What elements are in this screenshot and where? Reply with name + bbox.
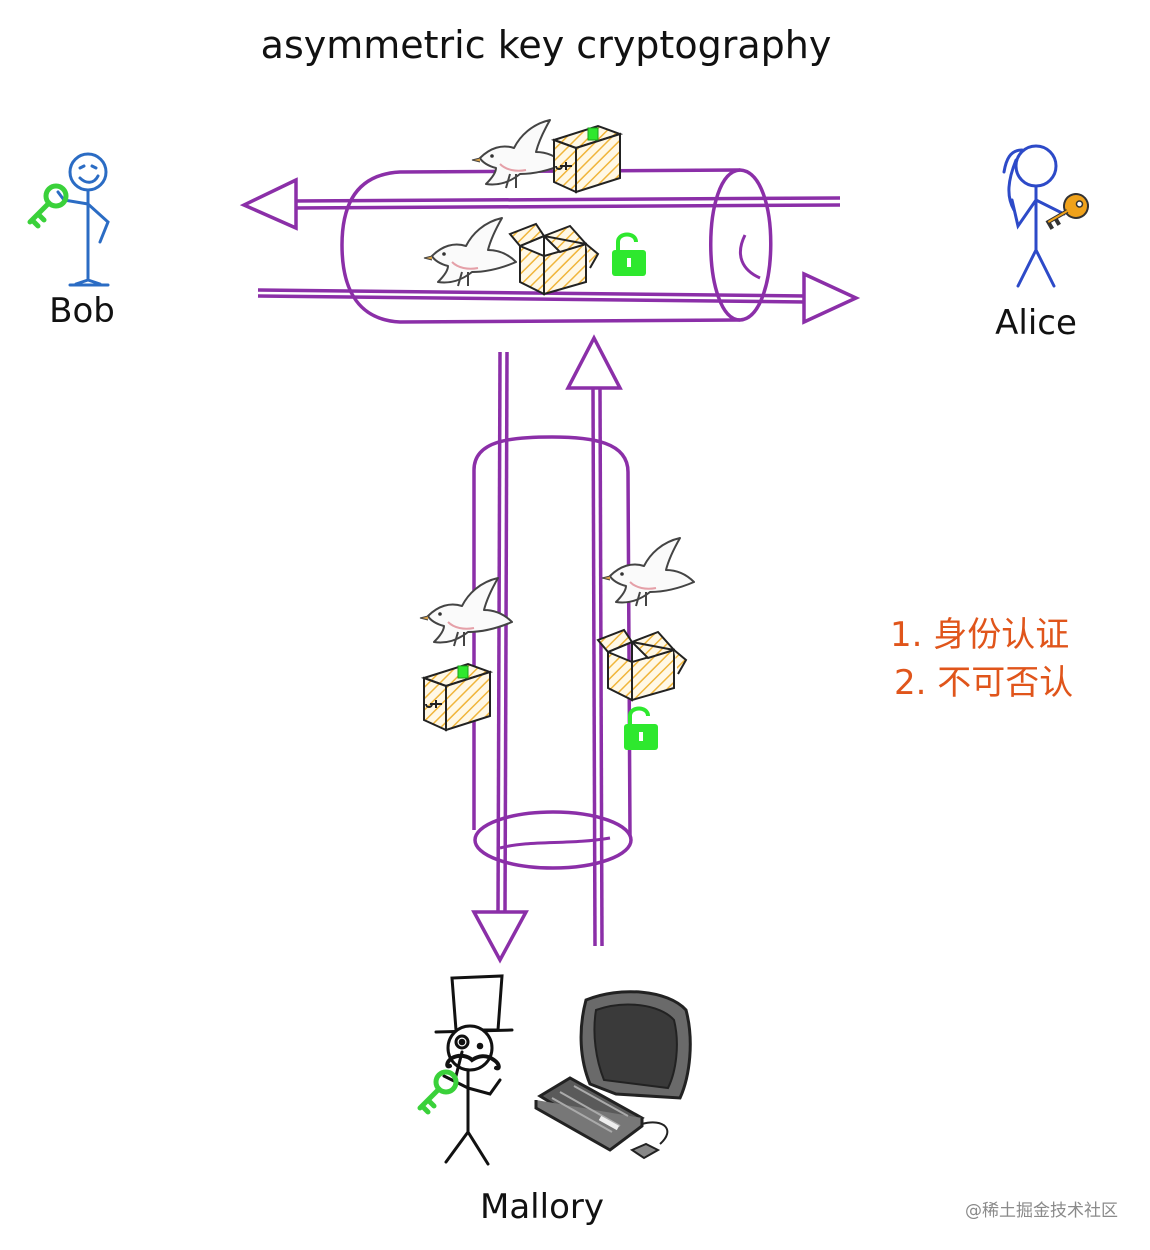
alice-figure <box>1002 144 1066 288</box>
note-authentication: 1. 身份认证 <box>890 615 1069 655</box>
note-non-repudiation: 2. 不可否认 <box>894 663 1073 703</box>
dove-icon <box>601 537 695 607</box>
key-icon <box>1045 193 1089 230</box>
arrow-down-to-mallory <box>471 351 529 964</box>
open-padlock-icon <box>622 706 660 752</box>
arrow-to-alice <box>257 271 861 325</box>
arrow-to-bob <box>239 177 841 231</box>
computer-icon <box>534 990 692 1160</box>
locked-box-icon <box>553 125 621 193</box>
open-padlock-icon <box>610 232 648 278</box>
mallory-figure <box>434 974 514 1166</box>
alice-label: Alice <box>995 303 1077 343</box>
watermark: @稀土掘金技术社区 <box>965 1201 1118 1221</box>
vertical-channel <box>472 435 633 870</box>
open-box-icon <box>597 629 687 701</box>
arrow-up-from-mallory <box>565 334 623 947</box>
diagram-title: asymmetric key cryptography <box>261 23 832 67</box>
open-box-icon <box>509 223 599 295</box>
locked-box-icon <box>423 663 491 731</box>
bob-label: Bob <box>49 291 115 331</box>
dove-icon <box>471 119 565 189</box>
mallory-label: Mallory <box>480 1187 604 1227</box>
bob-figure <box>56 152 110 287</box>
dove-icon <box>423 217 517 287</box>
key-icon <box>30 186 66 226</box>
